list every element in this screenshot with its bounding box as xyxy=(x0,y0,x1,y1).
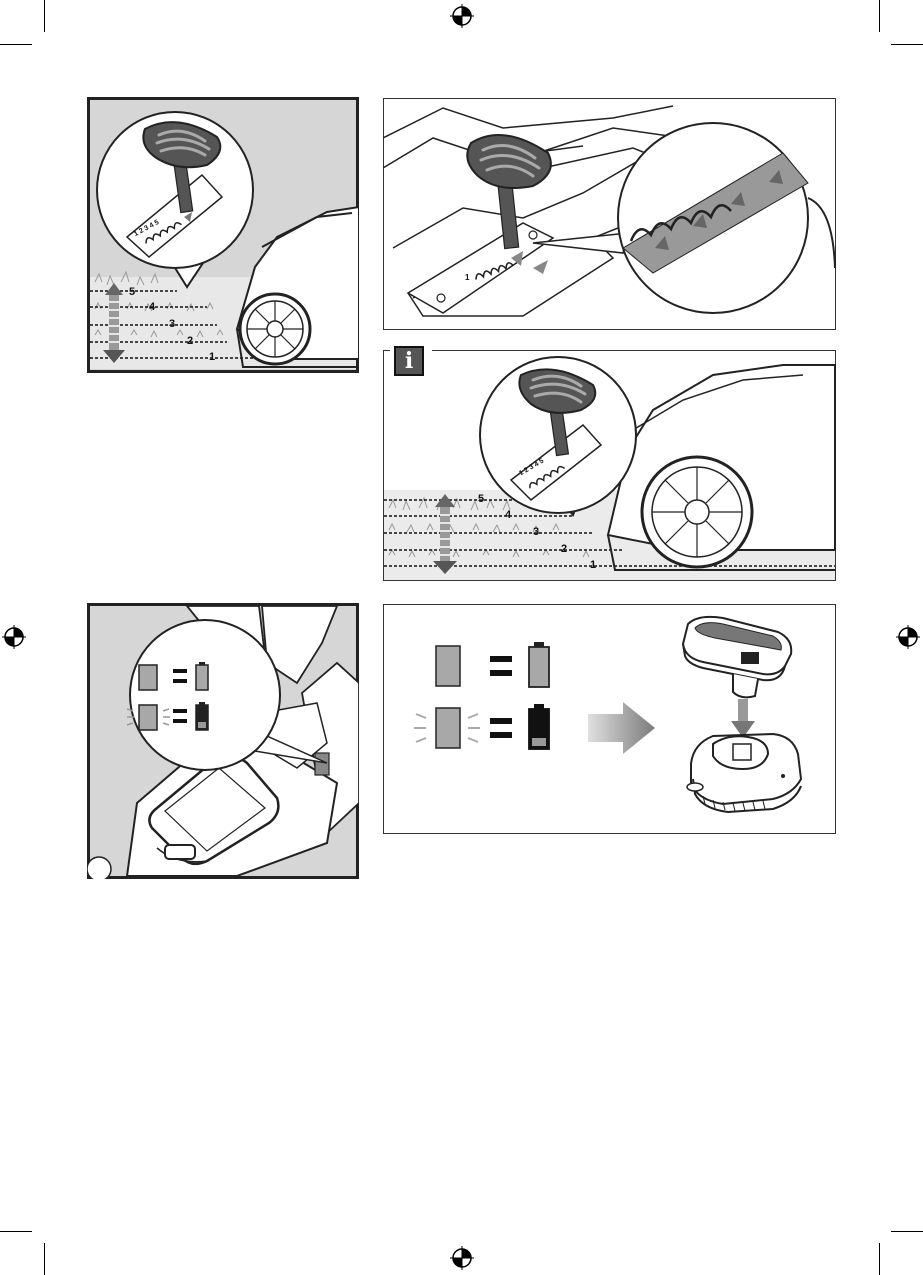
info-badge: i xyxy=(390,343,432,379)
info-height-label-2: 2 xyxy=(561,543,567,555)
crop-mark-top-left-v xyxy=(44,0,45,32)
lever-scale-label: 1 xyxy=(465,273,469,282)
crop-mark-top-right-v xyxy=(879,0,880,32)
crop-mark-top-left-h xyxy=(0,44,32,45)
height-label-5: 5 xyxy=(129,286,135,298)
panel-battery-charging xyxy=(383,604,836,834)
crop-mark-bottom-left-h xyxy=(0,1231,32,1232)
crop-mark-bottom-left-v xyxy=(44,1243,45,1275)
registration-mark-left-icon xyxy=(2,625,26,649)
height-label-4: 4 xyxy=(149,301,155,313)
height-label-3: 3 xyxy=(169,318,175,330)
info-height-label-5: 5 xyxy=(478,493,484,505)
crop-mark-bottom-right-h xyxy=(891,1231,923,1232)
info-icon-letter: i xyxy=(396,348,422,374)
registration-mark-right-icon xyxy=(896,625,920,649)
registration-mark-bottom-icon xyxy=(450,1246,474,1270)
info-height-label-3: 3 xyxy=(533,526,539,538)
info-icon: i xyxy=(394,346,424,376)
crop-mark-bottom-right-v xyxy=(879,1243,880,1275)
registration-mark-top-icon xyxy=(450,4,474,28)
info-height-label-4: 4 xyxy=(505,509,511,521)
height-label-2: 2 xyxy=(187,335,193,347)
info-height-label-1: 1 xyxy=(590,559,596,571)
crop-mark-top-right-h xyxy=(891,44,923,45)
panel-cutting-height-gray: 5 4 3 2 1 1 2 3 4 5 xyxy=(87,97,359,373)
panel-battery-indicator-mower xyxy=(87,603,359,879)
height-label-1: 1 xyxy=(209,351,215,363)
panel-info-cutting-height: 5 4 3 2 1 1 2 3 4 5 xyxy=(383,350,836,581)
panel-lever-detail: 1 xyxy=(383,98,836,330)
